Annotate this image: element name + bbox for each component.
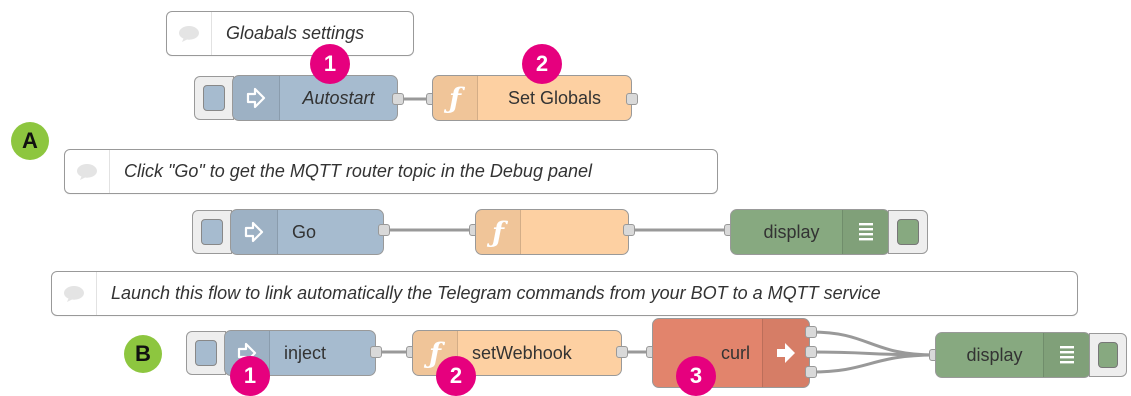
comment-text: Launch this flow to link automatically t… [111,283,881,303]
set-globals-node[interactable]: ƒ Set Globals [432,75,632,121]
arrow-in-icon [231,210,278,254]
output-port[interactable] [370,346,382,358]
node-label: Autostart [302,87,375,108]
go-inject-node[interactable]: Go [230,209,384,255]
step-badge-3: 3 [676,356,716,396]
node-label: setWebhook [472,342,572,363]
step-badge-2: 2 [436,356,476,396]
section-marker-b: B [124,335,162,373]
output-port[interactable] [392,93,404,105]
inject-trigger-button[interactable] [186,331,226,375]
arrow-right-icon [762,319,809,387]
inject-trigger-button[interactable] [192,210,232,254]
debug-toggle-button[interactable] [888,210,928,254]
comment-text: Gloabals settings [226,23,365,43]
output-port[interactable] [378,224,390,236]
node-label: inject [284,342,327,363]
comment-globals[interactable]: Gloabals settings [166,11,414,56]
comment-text: Click "Go" to get the MQTT router topic … [124,161,592,181]
node-label: display [763,221,820,242]
display-debug-node[interactable]: display [935,332,1091,378]
arrow-in-icon [233,76,280,120]
set-webhook-node[interactable]: ƒ setWebhook [412,330,622,376]
list-lines-icon [842,210,889,254]
step-badge-2: 2 [522,44,562,84]
output-port-stdout[interactable] [805,326,817,338]
speech-bubble-icon [52,272,97,315]
output-port-return[interactable] [805,366,817,378]
node-label: curl [720,342,750,363]
speech-bubble-icon [65,150,110,193]
comment-go-hint[interactable]: Click "Go" to get the MQTT router topic … [64,149,718,194]
inject-trigger-button[interactable] [194,76,234,120]
output-port[interactable] [616,346,628,358]
function-f-icon: ƒ [476,210,521,254]
debug-toggle-button[interactable] [1089,333,1127,377]
node-label: Go [292,221,317,242]
output-port[interactable] [626,93,638,105]
display-debug-node[interactable]: display [730,209,890,255]
output-port[interactable] [623,224,635,236]
list-lines-icon [1043,333,1090,377]
comment-launch-hint[interactable]: Launch this flow to link automatically t… [51,271,1078,316]
node-label: display [966,344,1023,365]
node-label: Set Globals [507,87,602,108]
autostart-node[interactable]: Autostart [232,75,398,121]
output-port-stderr[interactable] [805,346,817,358]
speech-bubble-icon [167,12,212,55]
function-node[interactable]: ƒ [475,209,629,255]
step-badge-1: 1 [230,356,270,396]
function-f-icon: ƒ [433,76,478,120]
section-marker-a: A [11,122,49,160]
step-badge-1: 1 [310,44,350,84]
